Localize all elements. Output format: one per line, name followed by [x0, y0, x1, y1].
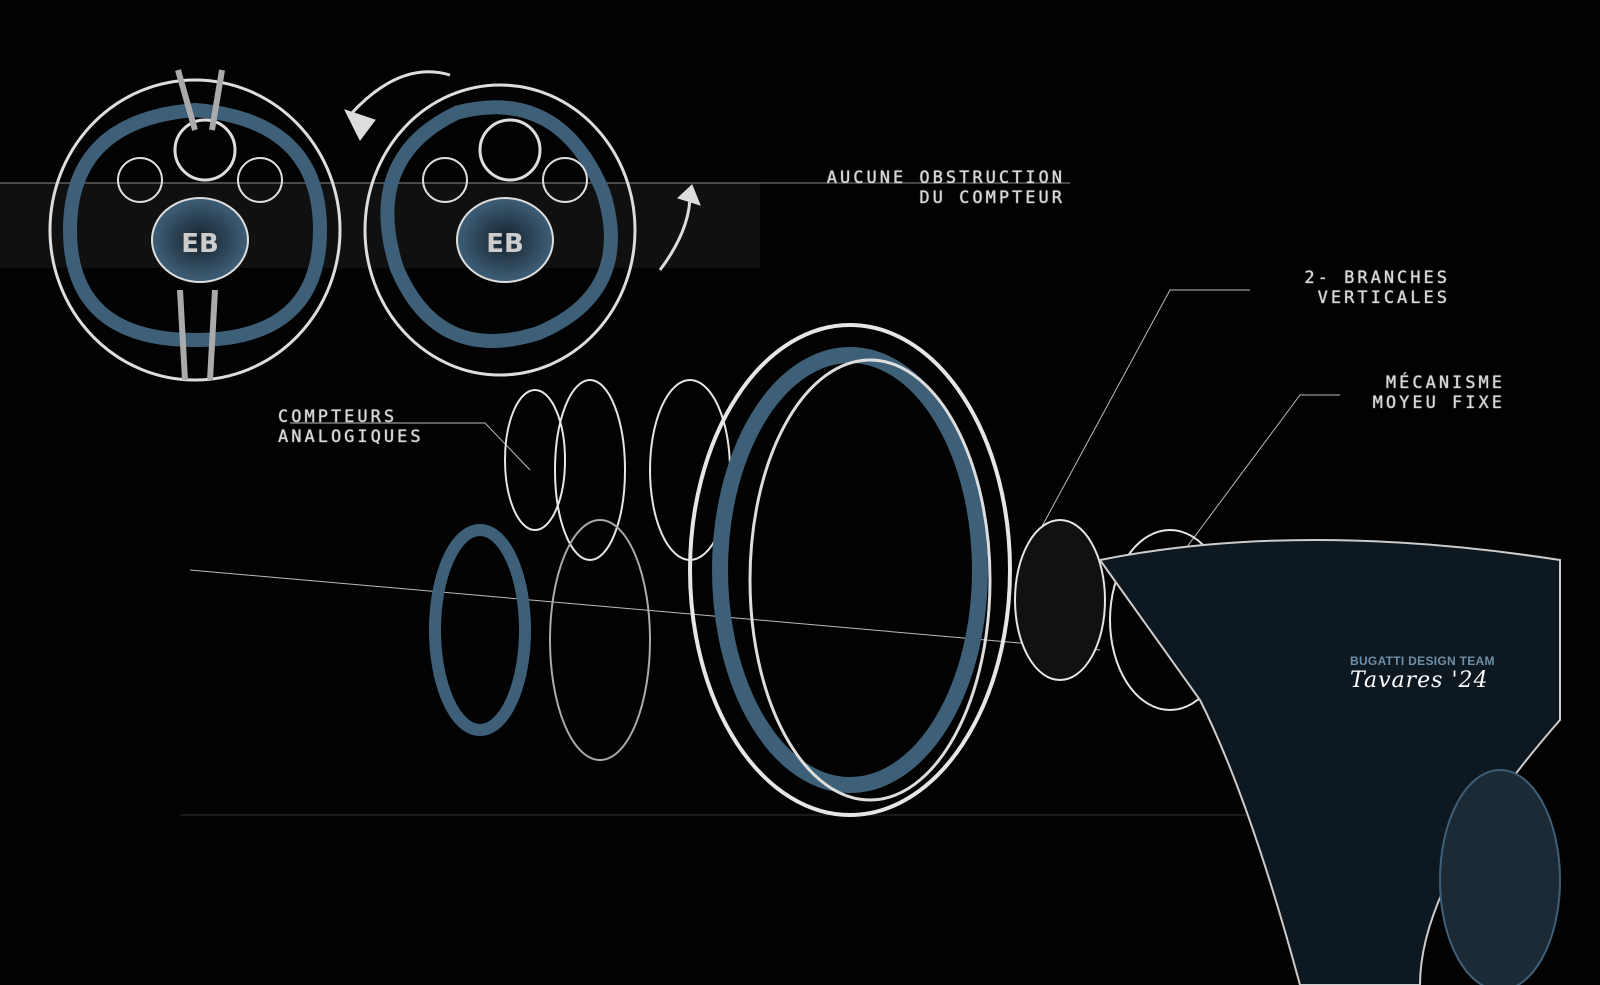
- exploded-view: [429, 323, 1561, 985]
- annotation-line: Mécanisme: [1385, 373, 1505, 393]
- annotation-line: du compteur: [919, 188, 1065, 208]
- annotation-line: analogiques: [278, 427, 424, 447]
- annotation-line: 2- branches: [1304, 268, 1450, 288]
- annotation-fixed-hub: Mécanisme moyeu fixe: [1280, 373, 1505, 413]
- design-team-credit: BUGATTI DESIGN TEAM: [1350, 654, 1495, 668]
- annotation-line: Compteurs: [278, 407, 398, 427]
- wheel-rotated-view: [344, 70, 701, 377]
- annotation-no-obstruction: Aucune obstruction du compteur: [700, 168, 1065, 208]
- gauge-band: [0, 183, 760, 268]
- annotation-analog-gauges: Compteurs analogiques: [278, 407, 424, 447]
- leader-lines: [180, 289, 1400, 816]
- artist-signature: Tavares '24: [1350, 668, 1489, 693]
- eb-logo: EB: [486, 229, 524, 259]
- annotation-two-spokes: 2- branches verticales: [1200, 268, 1450, 308]
- annotation-line: verticales: [1317, 288, 1450, 308]
- annotation-line: moyeu fixe: [1372, 393, 1505, 413]
- annotation-line: Aucune obstruction: [826, 168, 1065, 188]
- wheel-front-view: [48, 69, 342, 382]
- eb-logo: EB: [181, 229, 219, 259]
